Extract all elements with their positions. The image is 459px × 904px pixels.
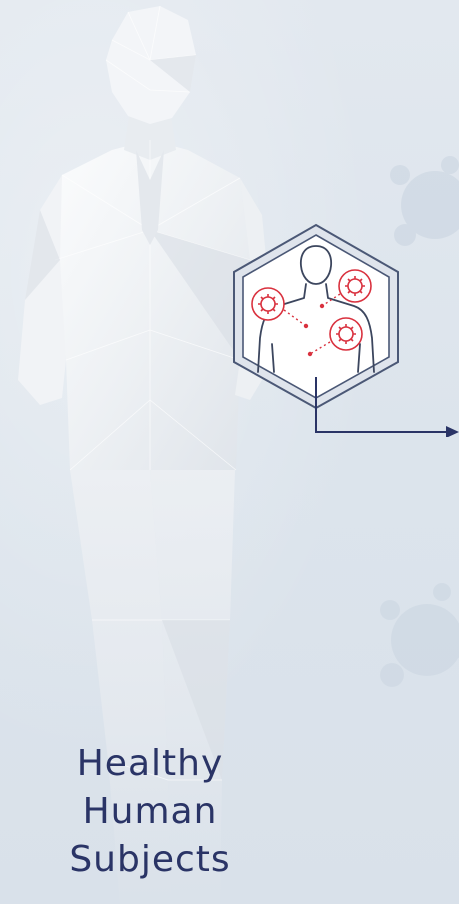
background-virus-icon xyxy=(372,580,459,700)
label-line-3: Subjects xyxy=(0,836,300,884)
label-line-1: Healthy xyxy=(0,740,300,788)
virus-icon xyxy=(339,270,371,302)
label-line-2: Human xyxy=(0,788,300,836)
subject-group-label: Healthy Human Subjects xyxy=(0,740,300,884)
virus-icon xyxy=(330,318,362,350)
arrow-right-icon xyxy=(300,375,459,437)
virus-icon xyxy=(252,288,284,320)
